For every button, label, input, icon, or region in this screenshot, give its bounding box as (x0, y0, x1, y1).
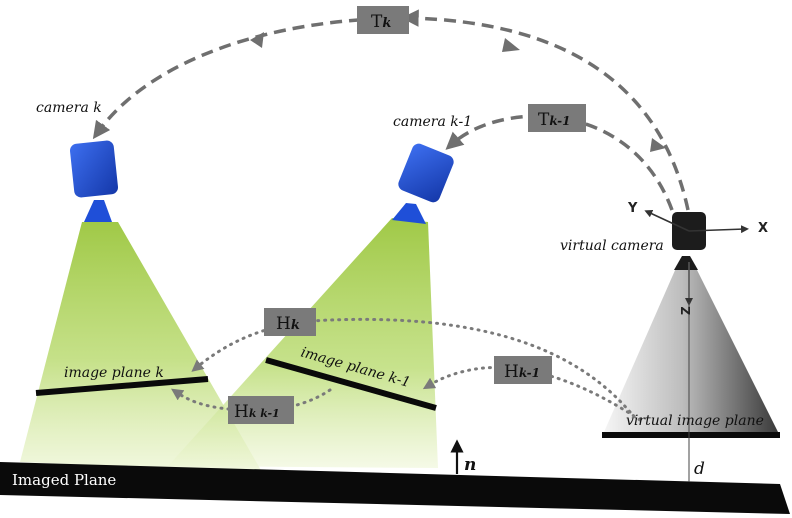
label-normal: n (464, 455, 476, 475)
image-plane-k (35, 376, 209, 396)
label-camera-k1: camera k-1 (393, 114, 472, 130)
box-tk1: Tk-1 (528, 104, 586, 132)
box-hkk1: Hk k-1 (228, 396, 294, 424)
imaged-plane (0, 462, 790, 514)
camera-k1 (392, 143, 454, 224)
label-axis-x: X (758, 221, 768, 236)
arc-tk (92, 9, 690, 211)
label-distance: d (694, 459, 705, 479)
svg-text:Hk-1: Hk-1 (504, 362, 540, 382)
camera-k-frustum (20, 222, 262, 472)
arc-hk (191, 317, 632, 414)
box-hk: Hk (264, 308, 316, 336)
camera-axes (644, 210, 749, 482)
svg-text:Tk-1: Tk-1 (538, 110, 571, 130)
arc-hk1 (422, 366, 642, 422)
svg-text:Hk: Hk (276, 314, 300, 334)
arc-hkk1 (171, 388, 332, 413)
virtual-image-plane (602, 432, 780, 438)
label-image-plane-k: image plane k (64, 365, 164, 381)
arrowhead-tk1-mid (650, 138, 666, 152)
svg-text:Hk k-1: Hk k-1 (234, 402, 280, 422)
label-axis-y: Y (627, 201, 638, 216)
label-axis-z: Z (679, 306, 693, 315)
arrowhead-tk-mid (502, 38, 520, 52)
label-virtual-camera: virtual camera (560, 238, 664, 254)
camera-k (69, 140, 119, 222)
arrowhead-tk-mid2 (250, 32, 264, 48)
camera-k1-frustum (168, 218, 438, 468)
image-plane-k1 (265, 357, 437, 411)
label-virtual-image-plane: virtual image plane (626, 413, 764, 429)
box-hk1: Hk-1 (494, 356, 552, 384)
label-imaged-plane: Imaged Plane (12, 471, 116, 489)
box-tk: Tk (357, 6, 409, 34)
virtual-camera (672, 212, 706, 270)
virtual-camera-frustum (604, 268, 778, 432)
label-camera-k: camera k (36, 100, 102, 116)
svg-text:Tk: Tk (371, 12, 391, 32)
